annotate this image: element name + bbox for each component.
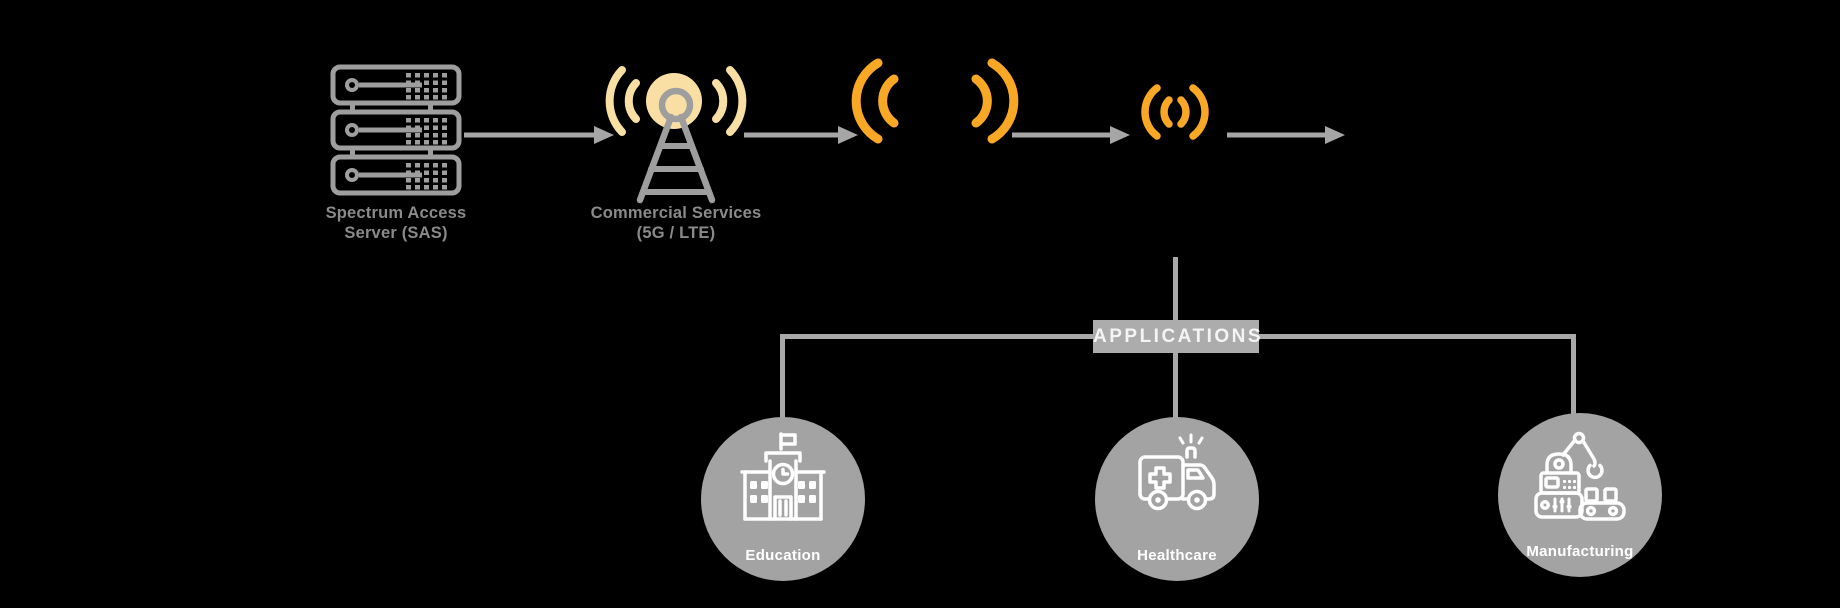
application-manufacturing: Manufacturing bbox=[1498, 413, 1662, 577]
arrow-radio-to-devices bbox=[1227, 126, 1345, 144]
arrow-sas-to-commercial bbox=[464, 126, 614, 144]
connector-branch-healthcare bbox=[1173, 353, 1178, 419]
applications-header: APPLICATIONS bbox=[1093, 320, 1261, 353]
arrow-commercial-to-link bbox=[744, 126, 858, 144]
sas-label-line1: Spectrum Access bbox=[325, 204, 467, 222]
commercial-label-line1: Commercial Services bbox=[590, 204, 762, 222]
wireless-signal-small-icon bbox=[1141, 84, 1209, 140]
applications-header-text: APPLICATIONS bbox=[1093, 326, 1264, 347]
server-icon bbox=[330, 64, 462, 196]
arrow-link-to-radio bbox=[1012, 126, 1130, 144]
manufacturing-label: Manufacturing bbox=[1526, 543, 1634, 560]
connector-horizontal-right bbox=[1259, 334, 1576, 339]
application-healthcare: Healthcare bbox=[1095, 417, 1259, 581]
healthcare-label: Healthcare bbox=[1137, 547, 1217, 564]
connector-branch-education bbox=[780, 334, 785, 420]
connector-horizontal-left bbox=[782, 334, 1093, 339]
sas-label-line2: Server (SAS) bbox=[344, 223, 448, 242]
cell-tower-icon bbox=[605, 66, 747, 204]
commercial-label: Commercial Services (5G / LTE) bbox=[546, 204, 806, 244]
connector-branch-manufacturing bbox=[1571, 334, 1576, 417]
sas-label: Spectrum Access Server (SAS) bbox=[276, 204, 516, 244]
application-education: Education bbox=[701, 417, 865, 581]
connector-down-to-applications bbox=[1173, 257, 1178, 321]
commercial-label-line2: (5G / LTE) bbox=[636, 223, 716, 242]
wireless-signal-large-icon bbox=[851, 58, 1019, 144]
school-icon bbox=[701, 431, 865, 523]
ambulance-icon bbox=[1095, 431, 1259, 521]
robot-arm-icon bbox=[1498, 427, 1662, 527]
education-label: Education bbox=[745, 547, 821, 564]
